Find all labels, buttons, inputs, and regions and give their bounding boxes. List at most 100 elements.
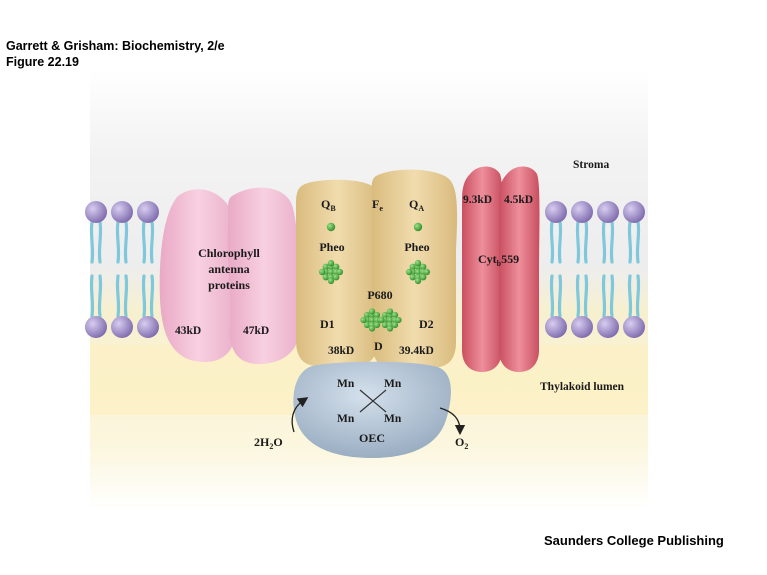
cyt-mass-4-5kd: 4.5kD xyxy=(504,194,533,206)
pigment-dot xyxy=(326,222,336,232)
cyt-b559-label: Cytb559 xyxy=(478,252,519,268)
pigment-dot xyxy=(327,259,335,267)
figure-number: Figure 22.19 xyxy=(6,55,79,69)
lipid-tail xyxy=(89,220,103,264)
membrane-bilayer-left xyxy=(85,201,159,338)
pigment-dot xyxy=(368,325,376,332)
cyt-mass-9-3kd: 9.3kD xyxy=(463,194,492,206)
lipid-tail xyxy=(549,274,563,318)
water-input-arrow xyxy=(291,397,309,433)
lipid-tail xyxy=(601,274,615,318)
d-label: D xyxy=(374,339,383,353)
pigment-dot xyxy=(327,277,335,285)
pigment-dot xyxy=(318,268,326,276)
pigment-dot xyxy=(414,268,422,276)
lipid-tail xyxy=(601,220,615,264)
publisher-credit: Saunders College Publishing xyxy=(544,533,724,548)
pigment-dot xyxy=(414,259,422,267)
lipid-tail xyxy=(627,220,641,264)
pigment-dot xyxy=(413,222,423,232)
thylakoid-lumen-label: Thylakoid lumen xyxy=(540,381,625,393)
mn-label-3: Mn xyxy=(337,413,355,425)
lipid-tail xyxy=(575,220,589,264)
pigment-dot xyxy=(368,308,376,315)
lipid-head xyxy=(597,201,619,223)
cytochrome-b559 xyxy=(462,166,540,372)
pigment-dot xyxy=(373,311,381,319)
antenna-protein-43kd xyxy=(159,189,237,362)
pigment-dot xyxy=(336,268,344,276)
p680-label: P680 xyxy=(367,288,392,302)
pigment-dot xyxy=(409,263,417,271)
pigment-dot xyxy=(409,273,417,281)
antenna-mass-47kd: 47kD xyxy=(243,325,269,337)
qb-label: QB xyxy=(321,197,336,213)
oec-label: OEC xyxy=(359,431,385,445)
pigment-dot xyxy=(386,316,394,324)
pigment-dot xyxy=(368,316,376,324)
oxygen-evolving-complex xyxy=(293,361,451,458)
lipid-head xyxy=(623,316,645,338)
fe-label: Fe xyxy=(372,197,383,213)
antenna-label-line-3: proteins xyxy=(208,278,250,292)
pigment-dot xyxy=(386,325,394,332)
pigment-molecules xyxy=(318,222,431,332)
antenna-label-line-1: Chlorophyll xyxy=(198,246,260,260)
d1-label: D1 xyxy=(320,317,335,331)
lipid-head xyxy=(85,316,107,338)
d2-label: D2 xyxy=(419,317,434,331)
oxygen-label: O2 xyxy=(455,435,468,451)
lipid-head xyxy=(111,316,133,338)
oxygen-output-arrow xyxy=(439,407,466,436)
pigment-dot xyxy=(391,311,399,319)
pigment-dot xyxy=(332,263,340,271)
core-mass-39-4kd: 39.4kD xyxy=(399,345,434,357)
pigment-dot xyxy=(391,321,399,329)
mn-cluster-link-2 xyxy=(359,389,387,413)
antenna-proteins xyxy=(159,187,301,364)
lipid-head xyxy=(571,316,593,338)
lipid-tail xyxy=(89,274,103,318)
mn-label-4: Mn xyxy=(384,413,402,425)
lipid-head xyxy=(85,201,107,223)
lipid-tail xyxy=(627,274,641,318)
figure-header: Garrett & Grisham: Biochemistry, 2/e Fig… xyxy=(6,38,225,70)
pigment-dot xyxy=(360,316,367,324)
lipid-tail xyxy=(141,274,155,318)
lipid-head xyxy=(597,316,619,338)
lipid-tail xyxy=(549,220,563,264)
pigment-dot xyxy=(322,273,330,281)
stroma-label: Stroma xyxy=(573,159,609,171)
mn-label-2: Mn xyxy=(384,378,402,390)
lipid-head xyxy=(111,201,133,223)
pigment-dot xyxy=(405,268,413,276)
pigment-dot xyxy=(378,316,385,324)
antenna-mass-43kd: 43kD xyxy=(175,325,201,337)
pigment-dot xyxy=(395,316,402,324)
pigment-dot xyxy=(322,263,330,271)
pigment-dot xyxy=(363,321,371,329)
pheo-left-label: Pheo xyxy=(319,240,344,254)
pigment-dot xyxy=(327,268,335,276)
lipid-head xyxy=(571,201,593,223)
antenna-protein-47kd xyxy=(227,187,301,364)
lipid-tail xyxy=(115,274,129,318)
membrane-bilayer-right xyxy=(545,201,645,338)
water-label: 2H2O xyxy=(254,435,283,451)
pigment-dot xyxy=(332,273,340,281)
pheo-right-label: Pheo xyxy=(404,240,429,254)
pigment-dot xyxy=(419,273,427,281)
pigment-dot xyxy=(414,277,422,285)
pigment-dot xyxy=(419,263,427,271)
pigment-dot xyxy=(373,321,381,329)
book-title: Garrett & Grisham: Biochemistry, 2/e xyxy=(6,39,225,53)
lipid-head xyxy=(137,201,159,223)
antenna-label-line-2: antenna xyxy=(208,262,249,276)
pigment-dot xyxy=(381,321,389,329)
lipid-head xyxy=(137,316,159,338)
pigment-dot xyxy=(363,311,371,319)
lipid-tail xyxy=(141,220,155,264)
cyt-subunit-9-3kd xyxy=(462,166,503,372)
pigment-dot xyxy=(386,308,394,315)
mn-label-1: Mn xyxy=(337,378,355,390)
